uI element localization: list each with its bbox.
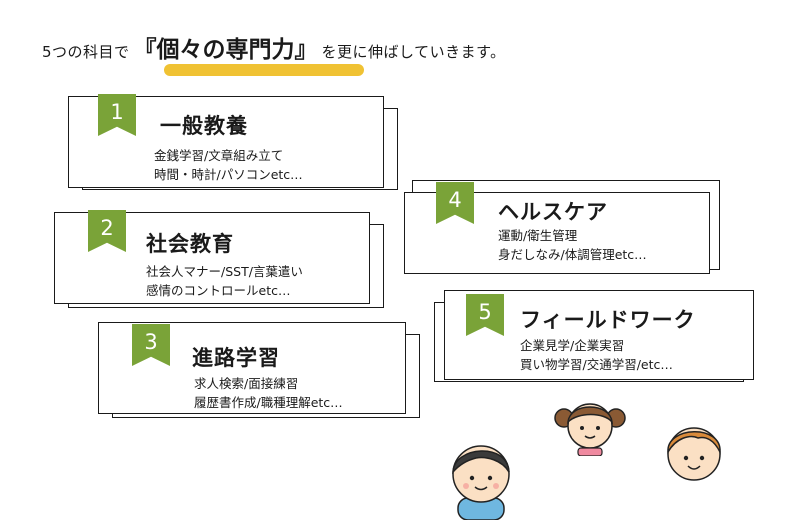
page-heading: 5つの科目で 『個々の専門力』 を更に伸ばしていきます。	[42, 30, 506, 70]
subject-description: 企業見学/企業実習 買い物学習/交通学習/etc…	[520, 336, 673, 374]
subject-description: 求人検索/面接練習 履歴書作成/職種理解etc…	[194, 374, 343, 412]
boy-brown-hair-icon	[667, 427, 721, 481]
description-line: 金銭学習/文章組み立て	[154, 148, 284, 163]
number-ribbon: 4	[436, 182, 474, 224]
description-line: 感情のコントロールetc…	[146, 283, 291, 298]
description-line: 時間・時計/パソコンetc…	[154, 167, 303, 182]
description-line: 求人検索/面接練習	[194, 376, 299, 391]
subject-title: 進路学習	[192, 346, 280, 370]
subject-description: 金銭学習/文章組み立て 時間・時計/パソコンetc…	[154, 146, 303, 184]
heading-emphasis: 『個々の専門力』	[133, 37, 318, 63]
description-line: 身だしなみ/体調管理etc…	[498, 247, 647, 262]
subject-title: フィールドワーク	[520, 308, 696, 332]
subject-description: 社会人マナー/SST/言葉遣い 感情のコントロールetc…	[146, 262, 303, 300]
heading-highlight-underline	[164, 64, 364, 76]
heading-suffix: を更に伸ばしていきます。	[321, 43, 506, 61]
description-line: 履歴書作成/職種理解etc…	[194, 395, 343, 410]
girl-pigtails-icon	[554, 403, 626, 456]
boy-dark-hair-icon	[452, 445, 510, 520]
description-line: 運動/衛生管理	[498, 228, 578, 243]
subject-title: ヘルスケア	[498, 200, 608, 224]
subject-title: 一般教養	[160, 114, 248, 138]
description-line: 企業見学/企業実習	[520, 338, 625, 353]
description-line: 買い物学習/交通学習/etc…	[520, 357, 673, 372]
description-line: 社会人マナー/SST/言葉遣い	[146, 264, 303, 279]
subject-title: 社会教育	[146, 232, 234, 256]
subject-description: 運動/衛生管理 身だしなみ/体調管理etc…	[498, 226, 647, 264]
heading-prefix: 5つの科目で	[42, 43, 130, 61]
card-frame	[68, 96, 384, 188]
